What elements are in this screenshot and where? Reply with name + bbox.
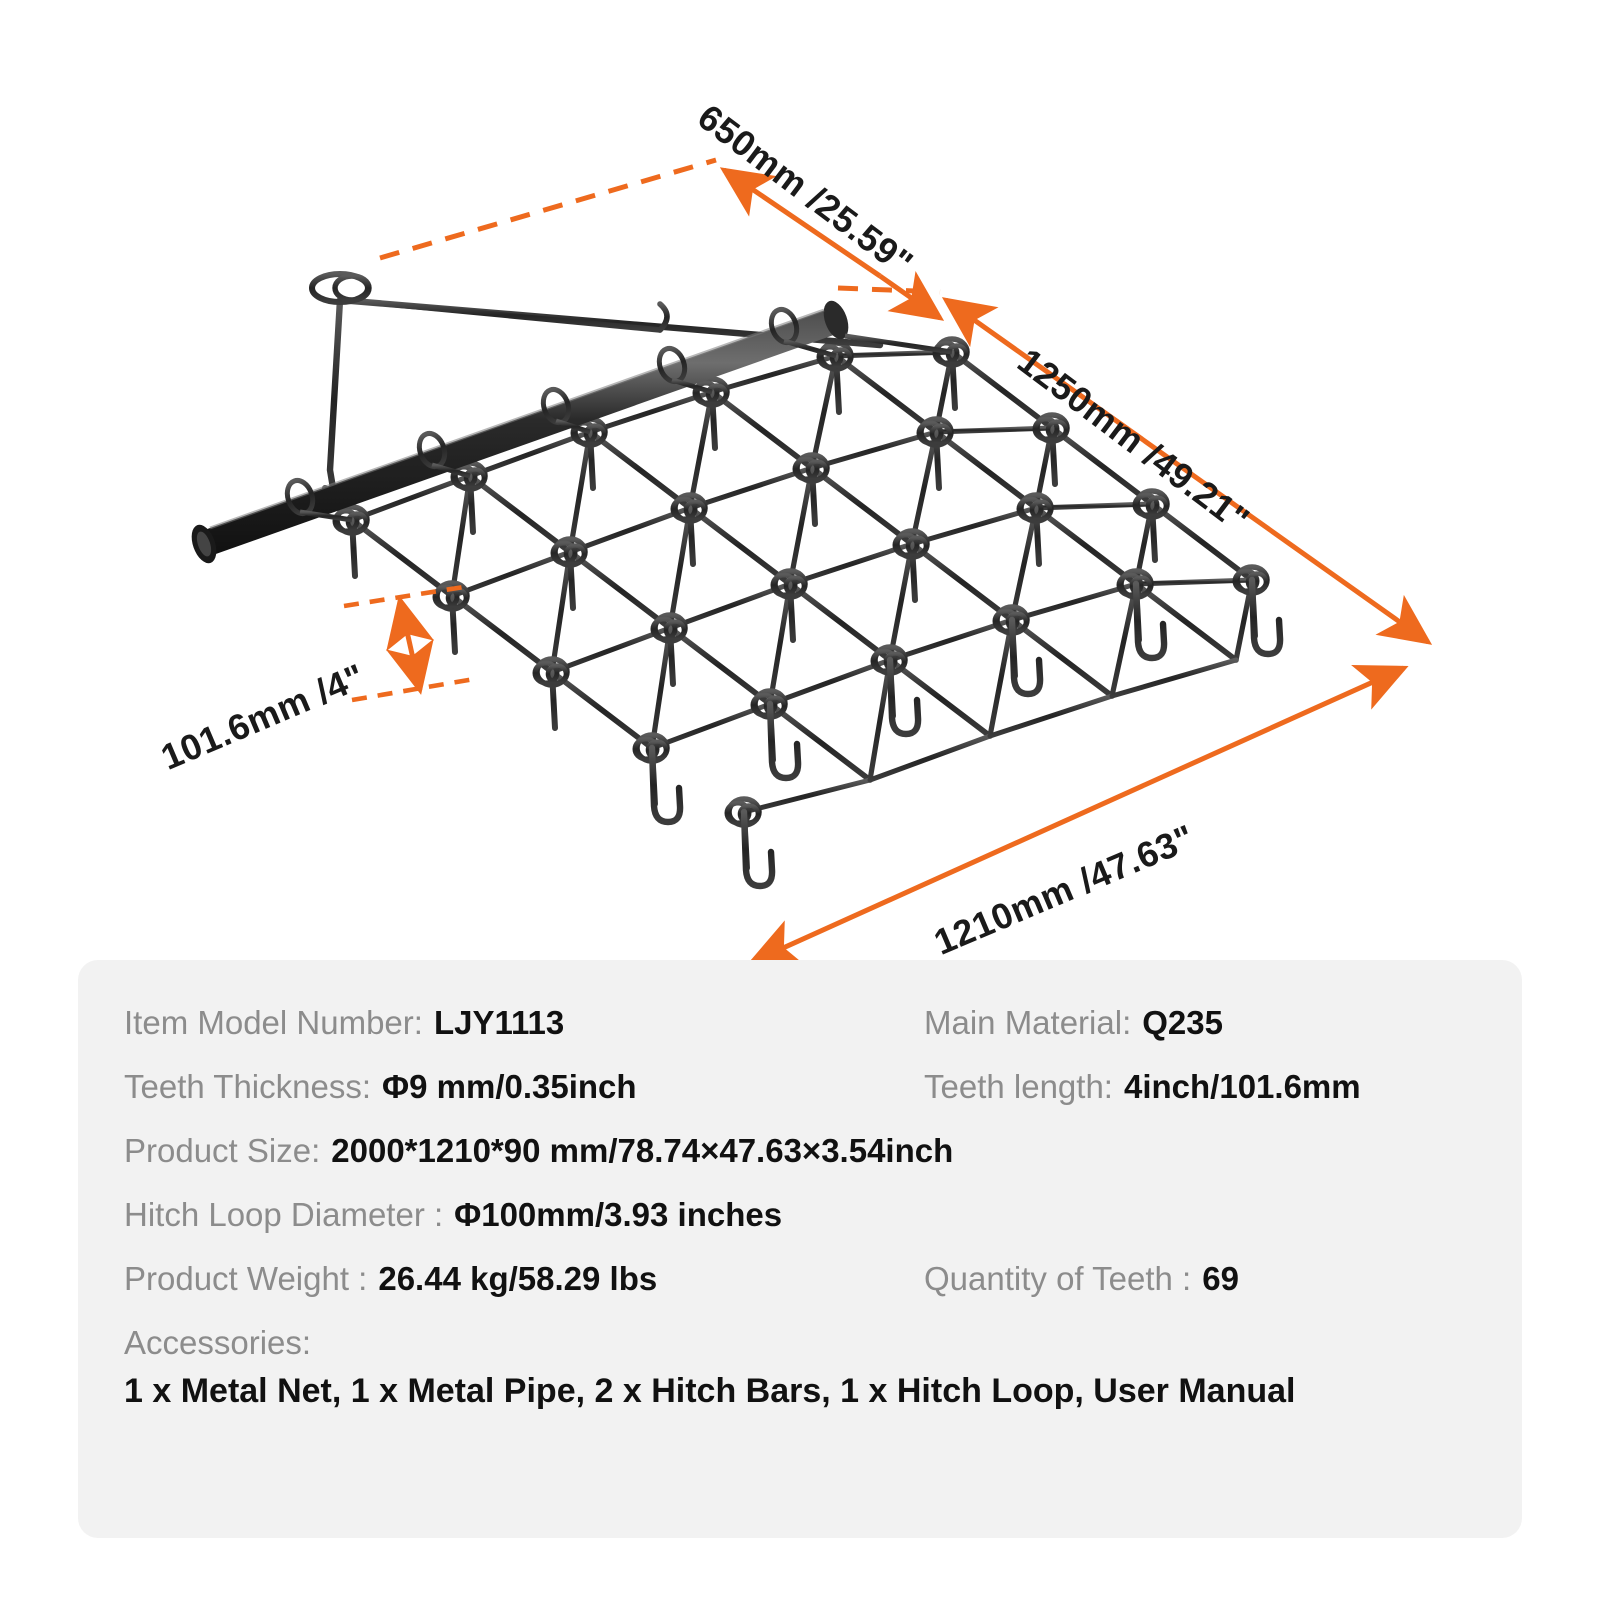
dimension-arrow-tooth xyxy=(385,595,435,695)
metal-pipe xyxy=(191,300,849,564)
spec-value: 4inch/101.6mm xyxy=(1123,1068,1361,1105)
harrow-drawing xyxy=(191,157,1433,960)
extension-line-650-b xyxy=(837,285,941,295)
spec-value: Φ9 mm/0.35inch xyxy=(382,1068,637,1105)
spec-row-model-material: Item Model Number: LJY1113 Main Material… xyxy=(124,1004,1476,1042)
spec-item-product-size: Product Size: 2000*1210*90 mm/78.74×47.6… xyxy=(124,1132,1476,1170)
spec-value: LJY1113 xyxy=(433,1004,565,1041)
spec-item-quantity-of-teeth: Quantity of Teeth : 69 xyxy=(924,1260,1239,1298)
product-illustration: 650mm /25.59" 1250mm /49.21" 1210mm /47.… xyxy=(155,96,1433,963)
extension-line-650-a xyxy=(379,157,717,261)
spec-key: Hitch Loop Diameter : xyxy=(124,1196,444,1233)
spec-value: Q235 xyxy=(1142,1004,1223,1041)
spec-row-hitch-loop: Hitch Loop Diameter : Φ100mm/3.93 inches xyxy=(124,1196,1476,1234)
dimension-arrow-650 xyxy=(719,167,882,279)
spec-key: Product Size: xyxy=(124,1132,321,1169)
spec-item-main-material: Main Material: Q235 xyxy=(924,1004,1223,1042)
dimension-arrow-1250 xyxy=(941,297,1433,645)
spec-key: Product Weight : xyxy=(124,1260,368,1297)
spec-key: Main Material: xyxy=(924,1004,1132,1041)
spec-row-teeth: Teeth Thickness: Φ9 mm/0.35inch Teeth le… xyxy=(124,1068,1476,1106)
spec-item-model-number: Item Model Number: LJY1113 xyxy=(124,1004,924,1042)
specification-panel: Item Model Number: LJY1113 Main Material… xyxy=(78,960,1522,1538)
spec-row-weight-teeth: Product Weight : 26.44 kg/58.29 lbs Quan… xyxy=(124,1260,1476,1298)
spec-key: Teeth length: xyxy=(924,1068,1113,1105)
spec-key: Teeth Thickness: xyxy=(124,1068,372,1105)
spec-value: Φ100mm/3.93 inches xyxy=(454,1196,783,1233)
spec-item-teeth-length: Teeth length: 4inch/101.6mm xyxy=(924,1068,1361,1106)
spec-item-accessories: Accessories: 1 x Metal Net, 1 x Metal Pi… xyxy=(124,1324,1476,1411)
spec-value: 69 xyxy=(1202,1260,1239,1297)
spec-key: Item Model Number: xyxy=(124,1004,423,1041)
spec-key: Quantity of Teeth : xyxy=(924,1260,1192,1297)
spec-item-product-weight: Product Weight : 26.44 kg/58.29 lbs xyxy=(124,1260,924,1298)
dimension-lines xyxy=(343,157,1433,960)
spec-item-teeth-thickness: Teeth Thickness: Φ9 mm/0.35inch xyxy=(124,1068,924,1106)
spec-value: 2000*1210*90 mm/78.74×47.63×3.54inch xyxy=(331,1132,954,1169)
spec-row-product-size: Product Size: 2000*1210*90 mm/78.74×47.6… xyxy=(124,1132,1476,1170)
spec-value: 26.44 kg/58.29 lbs xyxy=(378,1260,658,1297)
accessories-label: Accessories: xyxy=(124,1324,312,1361)
accessories-value: 1 x Metal Net, 1 x Metal Pipe, 2 x Hitch… xyxy=(124,1372,1296,1410)
spec-item-hitch-loop-diameter: Hitch Loop Diameter : Φ100mm/3.93 inches xyxy=(124,1196,1476,1234)
dimension-arrow-1210 xyxy=(747,664,1409,960)
